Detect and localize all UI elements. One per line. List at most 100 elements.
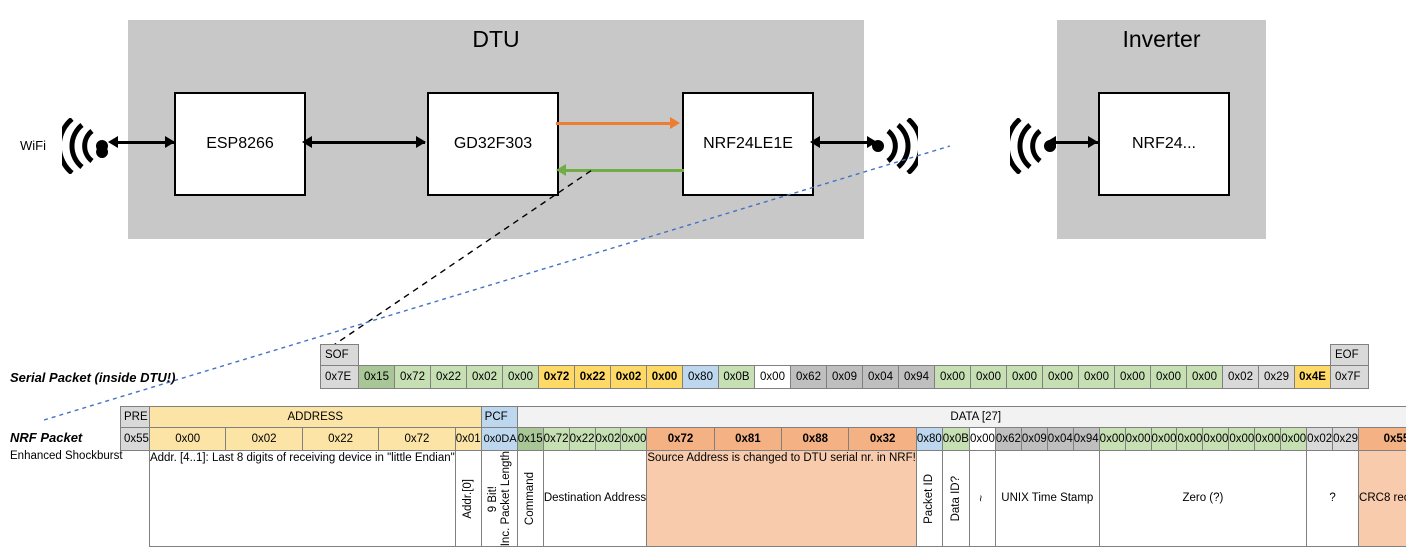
serial-byte: 0x0B [719, 366, 755, 389]
chip-gd32f303: GD32F303 [427, 92, 559, 196]
serial-byte: 0x72 [395, 366, 431, 389]
serial-byte: 0x09 [827, 366, 863, 389]
nrf-pre-value: 0x55 [121, 428, 150, 451]
serial-byte: 0x02 [1223, 366, 1259, 389]
serial-byte: 0x00 [935, 366, 971, 389]
nrf-desc-command: Command [517, 451, 543, 547]
serial-packet-table: SOF EOF 0x7E 0x15 0x72 0x22 0x02 0x00 0x… [320, 344, 1369, 389]
nrf-address-byte: 0x00 [149, 428, 225, 451]
nrf-desc-command-text: Command [524, 472, 536, 525]
nrf-byte: 0x72 [647, 428, 714, 451]
arrow-gd-to-nrf-line [556, 122, 674, 125]
chip-nrf24-inverter-label: NRF24... [1132, 135, 1196, 153]
nrf-byte: 0x00 [1203, 428, 1229, 451]
chip-esp8266-label: ESP8266 [206, 135, 274, 153]
serial-byte: 0x00 [1007, 366, 1043, 389]
nrf-byte: 0x29 [1333, 428, 1359, 451]
serial-byte: 0x00 [503, 366, 539, 389]
nrf-desc-unix: UNIX Time Stamp [995, 451, 1099, 547]
serial-sof-header: SOF [321, 345, 359, 366]
chip-nrf24-inverter: NRF24... [1098, 92, 1230, 196]
nrf-desc-address: Addr. [4..1]: Last 8 digits of receiving… [149, 451, 455, 547]
nrf-byte: 0x00 [621, 428, 647, 451]
wifi-label: WiFi [20, 138, 46, 153]
serial-byte: 0x02 [467, 366, 503, 389]
serial-byte: 0x22 [431, 366, 467, 389]
serial-byte: 0x00 [1115, 366, 1151, 389]
nrf-byte: 0x32 [849, 428, 916, 451]
nrf-pcf-value: 0x0DA [481, 428, 517, 451]
nrf-description-row: Addr. [4..1]: Last 8 digits of receiving… [121, 451, 1406, 547]
arrow-nrf-antenna-head-left [810, 136, 820, 148]
nrf-byte: 0x09 [1021, 428, 1047, 451]
nrf-packet-label: NRF Packet [10, 430, 115, 445]
serial-packet-label: Serial Packet (inside DTU!) [10, 370, 300, 385]
serial-byte: 0x22 [575, 366, 611, 389]
arrow-inv-antenna-head-right [1088, 136, 1098, 148]
arrow-esp-gd-line [306, 141, 425, 144]
shockburst-label: Enhanced Shockburst [10, 450, 125, 462]
nrf-desc-pre-spacer [121, 451, 150, 547]
nrf-header-row: PRE ADDRESS PCF DATA [27] NRF CRC [121, 407, 1406, 428]
serial-byte: 0x00 [971, 366, 1007, 389]
serial-byte: 0x00 [647, 366, 683, 389]
serial-sof-value: 0x7E [321, 366, 359, 389]
serial-eof-value: 0x7F [1331, 366, 1369, 389]
nrf-desc-pcf-bit: 9 Bit! [487, 486, 499, 512]
nrf-byte: 0x00 [1125, 428, 1151, 451]
nrf-address-byte: 0x72 [379, 428, 455, 451]
nrf-byte: 0x88 [782, 428, 849, 451]
serial-byte: 0x00 [755, 366, 791, 389]
nrf-byte: 0x00 [969, 428, 995, 451]
nrf-pre-header: PRE [121, 407, 150, 428]
arrow-inv-antenna-head-left [1046, 136, 1056, 148]
serial-byte: 0x94 [899, 366, 935, 389]
nrf-byte: 0x00 [1177, 428, 1203, 451]
serial-byte: 0x00 [1043, 366, 1079, 389]
nrf-pcf-header: PCF [481, 407, 517, 428]
nrf-byte: 0x02 [595, 428, 621, 451]
nrf-byte: 0x80 [916, 428, 942, 451]
serial-byte: 0x00 [1187, 366, 1223, 389]
nrf-byte: 0x22 [569, 428, 595, 451]
nrf-byte: 0x00 [1151, 428, 1177, 451]
inverter-title: Inverter [1057, 26, 1266, 53]
dtu-title: DTU [128, 26, 864, 53]
nrf-desc-pcf-len: Inc. Packet Length [500, 451, 512, 546]
nrf-byte: 0x00 [1099, 428, 1125, 451]
nrf-byte: 0x02 [1307, 428, 1333, 451]
nrf-address-byte: 0x02 [226, 428, 302, 451]
nrf-byte: 0x72 [543, 428, 569, 451]
serial-byte: 0x72 [539, 366, 575, 389]
chip-esp8266: ESP8266 [174, 92, 306, 196]
nrf-desc-pcf: 9 Bit! Inc. Packet Length [481, 451, 517, 547]
serial-packet-value-row: 0x7E 0x15 0x72 0x22 0x02 0x00 0x72 0x22 … [321, 366, 1369, 389]
arrow-nrf-to-gd-line [566, 169, 684, 172]
nrf-desc-question: ? [1307, 451, 1359, 547]
nrf-desc-crc8: CRC8 recalc. ! [1359, 451, 1406, 547]
serial-eof-header: EOF [1331, 345, 1369, 366]
nrf-packet-table: PRE ADDRESS PCF DATA [27] NRF CRC 0x55 0… [120, 406, 1406, 547]
nrf-desc-addr0-text: Addr.[0] [462, 479, 474, 519]
nrf-byte: 0x00 [1281, 428, 1307, 451]
nrf-byte: 0x62 [995, 428, 1021, 451]
nrf-byte: 0x81 [714, 428, 781, 451]
nrf-desc-zero: Zero (?) [1099, 451, 1307, 547]
nrf-byte: 0x04 [1047, 428, 1073, 451]
serial-header-spacer [359, 345, 1331, 366]
chip-nrf24le1e-label: NRF24LE1E [703, 135, 793, 153]
nrf-desc-tilde-text: ~ [976, 495, 988, 502]
serial-byte: 0x80 [683, 366, 719, 389]
nrf-byte: 0x0B [942, 428, 969, 451]
nrf-address-header: ADDRESS [149, 407, 481, 428]
serial-byte: 0x00 [1079, 366, 1115, 389]
serial-byte: 0x00 [1151, 366, 1187, 389]
nrf-desc-data-id-text: Data ID? [950, 476, 962, 521]
serial-byte: 0x29 [1259, 366, 1295, 389]
serial-packet-header-row: SOF EOF [321, 345, 1369, 366]
nrf-value-row: 0x55 0x00 0x02 0x22 0x72 0x01 0x0DA 0x15… [121, 428, 1406, 451]
nrf-byte: 0x94 [1073, 428, 1099, 451]
serial-byte: 0x04 [863, 366, 899, 389]
nrf-desc-tilde: ~ [969, 451, 995, 547]
nrf-data-header: DATA [27] [517, 407, 1406, 428]
